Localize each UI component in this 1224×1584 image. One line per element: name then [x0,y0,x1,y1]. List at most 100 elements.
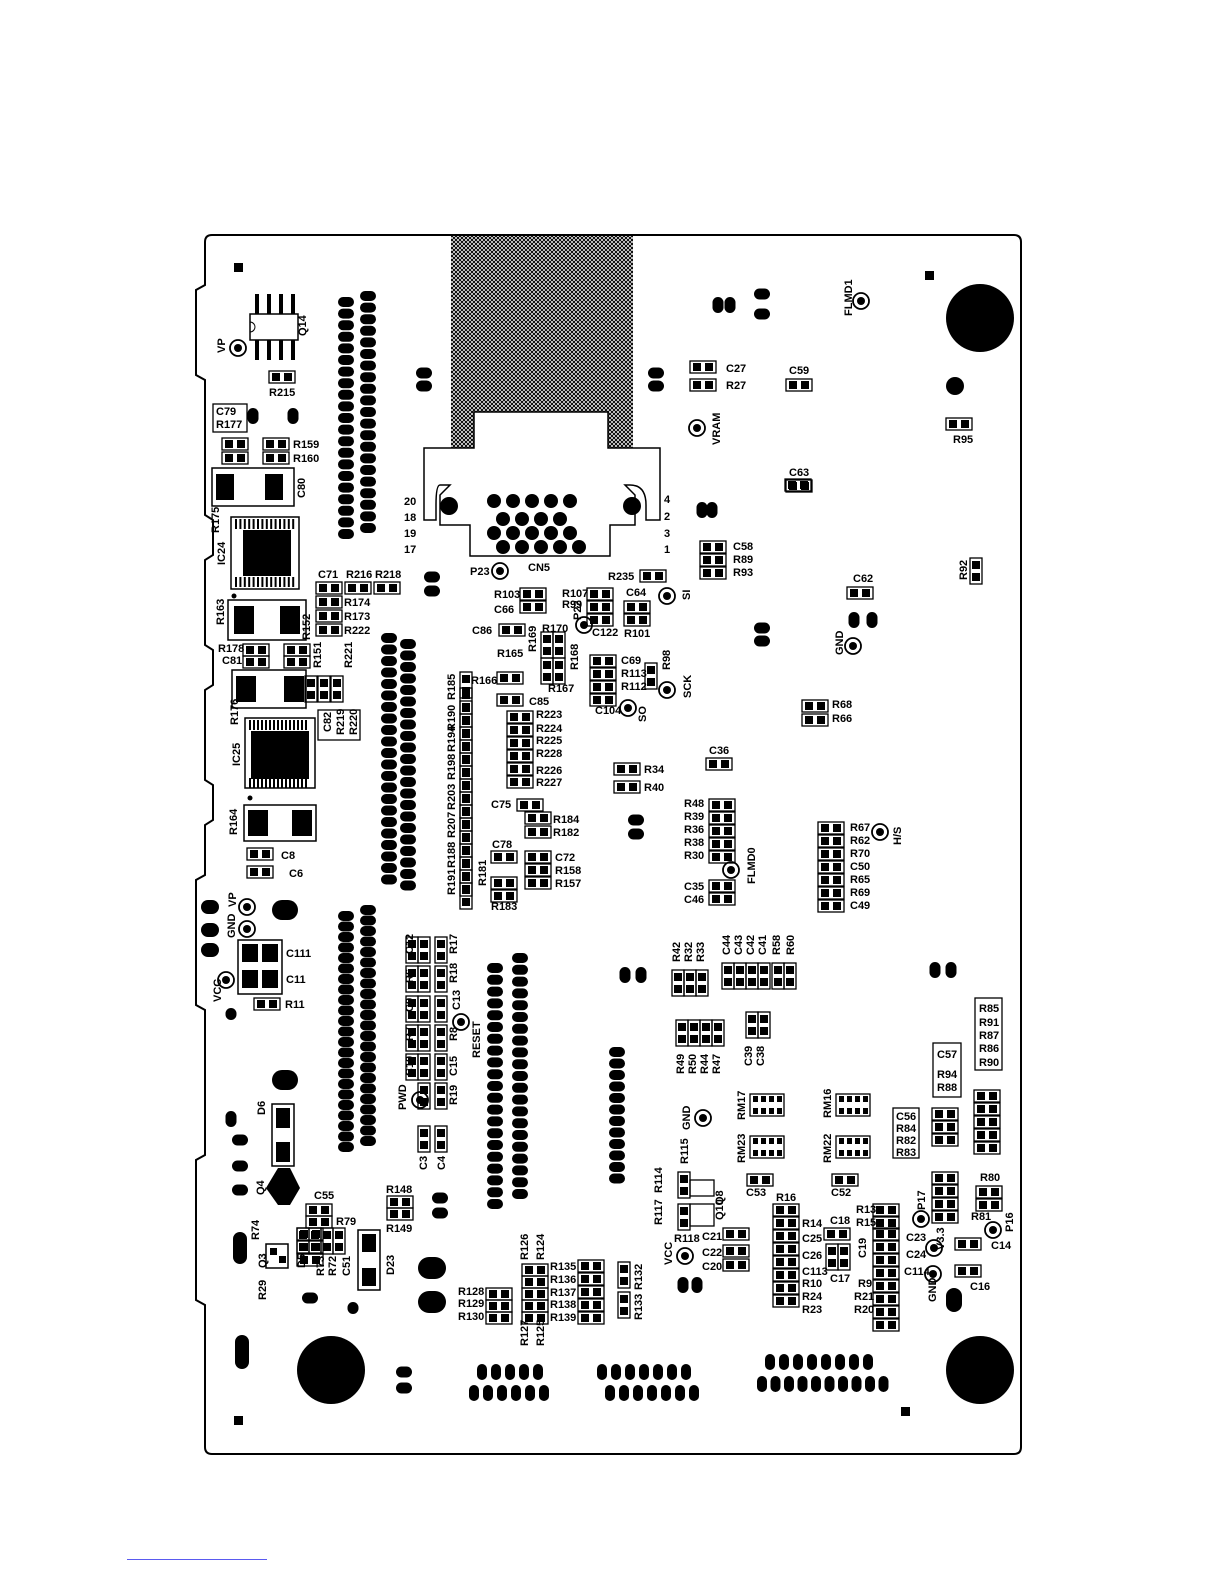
pad [680,1175,688,1183]
silkscreen-label: C75 [491,799,511,811]
component-outline [524,811,552,825]
pad [497,1385,507,1401]
pad [249,778,251,788]
test-point-center [929,1270,937,1278]
component-outline [837,1243,851,1271]
component-outline [506,710,534,724]
pad [581,1262,589,1270]
pad [437,969,445,977]
silkscreen-label: R7 [404,1027,416,1041]
pad [283,519,286,529]
header-pin [338,424,354,435]
silkscreen-label: 20 [404,496,416,508]
header-pin [360,291,376,301]
pad [888,1230,896,1238]
pad [935,1123,943,1131]
pad [593,1314,601,1322]
silkscreen-label: VCC [663,1242,675,1265]
pad [408,952,416,960]
pad [977,1131,985,1139]
pad [876,1219,884,1227]
pad [502,626,510,634]
header-pin [512,1071,528,1081]
component-outline [317,675,331,703]
pad [847,1108,852,1114]
pad [232,1184,248,1196]
pad [935,1136,943,1144]
component-outline [708,798,736,812]
component-outline [315,609,343,623]
component-outline [722,1227,750,1241]
pad [945,962,957,978]
pad [522,765,530,773]
cn5-pin [544,494,558,508]
component-outline [417,965,431,993]
pad [437,1086,445,1094]
component-outline [268,370,296,384]
header-pin [338,1058,354,1068]
pad [833,863,841,871]
cn5-pin [563,494,577,508]
pad [525,1302,533,1310]
pad [680,1187,688,1195]
pad [690,1023,698,1031]
silkscreen-label: R163 [215,599,227,625]
component-outline [344,581,372,595]
pad [888,1219,896,1227]
silkscreen-label: R21 [854,1291,874,1303]
silkscreen-label: R151 [312,642,324,668]
header-pin [400,811,416,822]
component-outline [589,667,617,681]
test-point [694,1109,712,1127]
pad [269,720,271,730]
pad [302,1292,318,1304]
pad [408,1028,416,1036]
component-outline [521,1311,549,1325]
pad [776,1232,784,1240]
header-pin [487,986,503,997]
pad [788,1271,796,1279]
pad [947,1213,955,1221]
pad [703,556,711,564]
pad [620,1295,628,1303]
pad [833,824,841,832]
component-outline [772,1255,800,1269]
component-outline [524,825,552,839]
pad [232,1134,248,1146]
pad [786,978,794,986]
pad [788,1219,796,1227]
header-pin [400,719,416,730]
pad [833,876,841,884]
silkscreen-label: R103 [494,589,520,601]
component-outline [823,1227,851,1241]
silkscreen-label: R101 [624,628,650,640]
pad [947,1110,955,1118]
pad [265,519,268,529]
header-pin [512,1094,528,1105]
pad [250,850,258,858]
pad [786,966,794,974]
header-pin [609,1127,625,1138]
test-point-center [681,1252,689,1260]
pad [674,985,682,993]
component-outline [496,693,524,707]
header-pin [338,1068,354,1079]
header-pin [360,441,376,452]
pad [462,795,470,803]
header-pin [360,1010,376,1020]
test-point [411,1091,429,1109]
pad [299,1231,307,1239]
header-pin [381,771,397,781]
silkscreen-label: VCC [212,979,224,1002]
pad [418,1291,446,1313]
pad [833,902,841,910]
header-pin [609,1093,625,1103]
component-outline [817,860,845,874]
pad [528,828,536,836]
header-pin [400,800,416,810]
silkscreen-label: R58 [771,935,783,955]
pad [249,720,251,730]
silkscreen-label: R112 [621,681,647,693]
pad [396,1382,412,1394]
header-pin [360,488,376,499]
